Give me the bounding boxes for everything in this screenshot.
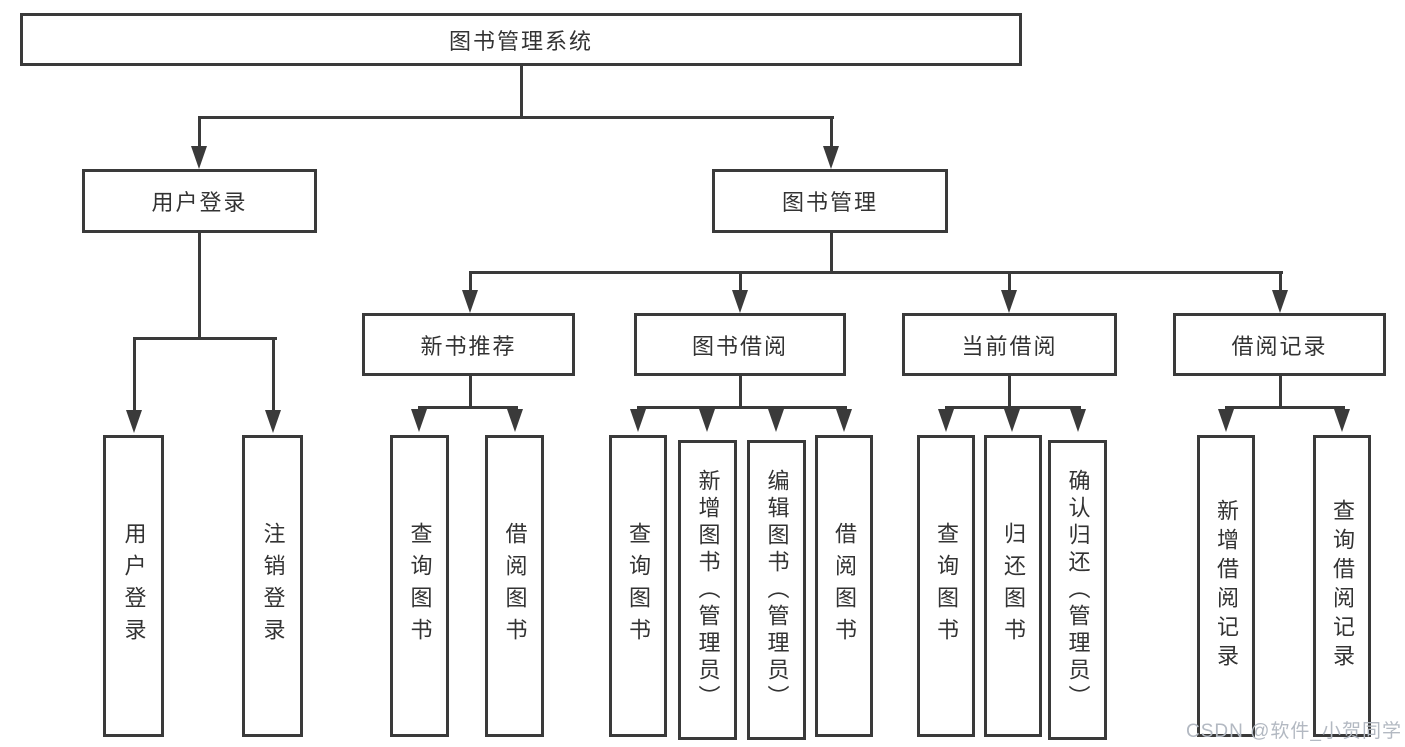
connector-line [468, 272, 472, 292]
connector-line [1007, 375, 1011, 408]
connector-line [1278, 272, 1282, 292]
connector-line [468, 270, 1283, 274]
watermark: CSDN @软件_小贺同学 [1186, 721, 1402, 742]
connector-arrow-down-icon [1070, 409, 1086, 432]
connector-arrow-down-icon [265, 410, 281, 433]
connector-line [829, 233, 833, 274]
connector-line [468, 375, 472, 408]
connector-line [1007, 272, 1011, 292]
connector-line [636, 405, 847, 409]
connector-arrow-down-icon [462, 290, 478, 313]
connector-line [944, 405, 1081, 409]
connector-arrow-down-icon [1334, 409, 1350, 432]
connector-arrow-down-icon [768, 409, 784, 432]
node-user-login: 用户登录 [82, 169, 317, 233]
connector-line [132, 338, 136, 412]
connector-line [519, 66, 523, 117]
connector-line [197, 233, 201, 338]
node-leaf-nb-borrow-books: 借阅图书 [485, 435, 544, 737]
node-leaf-nb-query-books: 查询图书 [390, 435, 449, 737]
connector-arrow-down-icon [1272, 290, 1288, 313]
connector-arrow-down-icon [507, 409, 523, 432]
node-borrowing-records: 借阅记录 [1173, 313, 1386, 376]
connector-arrow-down-icon [126, 410, 142, 433]
connector-arrow-down-icon [1001, 290, 1017, 313]
connector-arrow-down-icon [732, 290, 748, 313]
node-current-borrowing: 当前借阅 [902, 313, 1117, 376]
node-leaf-cb-return-books: 归还图书 [984, 435, 1042, 737]
connector-arrow-down-icon [823, 146, 839, 169]
node-leaf-user-login: 用户登录 [103, 435, 164, 737]
connector-line [132, 336, 277, 340]
connector-line [197, 115, 834, 119]
connector-arrow-down-icon [836, 409, 852, 432]
connector-line [1224, 405, 1345, 409]
connector-line [271, 338, 275, 412]
node-book-management: 图书管理 [712, 169, 948, 233]
connector-line [417, 405, 518, 409]
connector-line [1278, 375, 1282, 408]
connector-arrow-down-icon [191, 146, 207, 169]
connector-arrow-down-icon [630, 409, 646, 432]
node-leaf-cb-query-books: 查询图书 [917, 435, 975, 737]
connector-arrow-down-icon [411, 409, 427, 432]
node-leaf-bb-edit-books: 编辑图书（管理员） [747, 440, 806, 740]
node-leaf-br-add-record: 新增借阅记录 [1197, 435, 1255, 737]
connector-line [738, 272, 742, 292]
connector-line [738, 375, 742, 408]
node-new-book-recommend: 新书推荐 [362, 313, 575, 376]
connector-arrow-down-icon [1218, 409, 1234, 432]
node-book-borrowing: 图书借阅 [634, 313, 846, 376]
connector-arrow-down-icon [699, 409, 715, 432]
connector-arrow-down-icon [1004, 409, 1020, 432]
connector-line [829, 117, 833, 148]
node-leaf-cb-confirm-return: 确认归还（管理员） [1048, 440, 1107, 740]
node-leaf-bb-query-books: 查询图书 [609, 435, 667, 737]
connector-arrow-down-icon [938, 409, 954, 432]
node-leaf-bb-borrow-books: 借阅图书 [815, 435, 873, 737]
node-leaf-logout: 注销登录 [242, 435, 303, 737]
node-leaf-bb-add-books: 新增图书（管理员） [678, 440, 737, 740]
node-leaf-br-query-record: 查询借阅记录 [1313, 435, 1371, 737]
connector-line [197, 117, 201, 148]
node-root: 图书管理系统 [20, 13, 1022, 66]
